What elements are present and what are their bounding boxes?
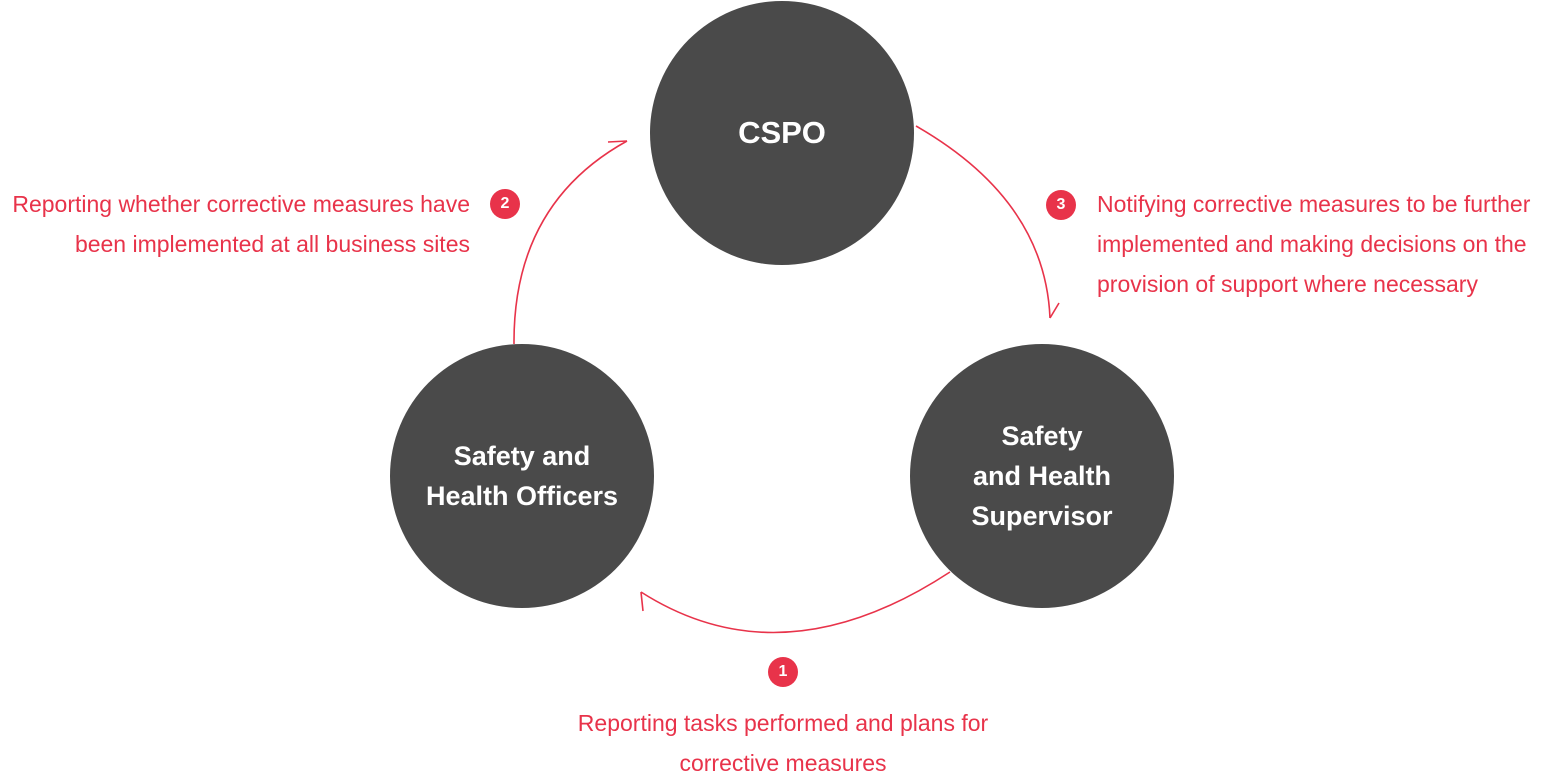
- step-2-label: Reporting whether corrective measures ha…: [12, 184, 470, 264]
- node-supervisor-text: Safety and Health Supervisor: [971, 416, 1112, 536]
- node-supervisor-line: Supervisor: [971, 501, 1113, 531]
- node-officers-text: Safety and Health Officers: [426, 436, 618, 516]
- node-safety-health-officers: Safety and Health Officers: [390, 344, 654, 608]
- node-supervisor-line: Safety: [1001, 421, 1083, 451]
- step-3-label: Notifying corrective measures to be furt…: [1097, 184, 1530, 304]
- step-1-label: Reporting tasks performed and plans for …: [483, 703, 1083, 783]
- step-1-line: corrective measures: [679, 750, 887, 776]
- arrow-step-3: [915, 125, 1051, 319]
- step-2-badge: 2: [490, 189, 520, 219]
- step-3-line: Notifying corrective measures to be furt…: [1097, 191, 1531, 217]
- arrow-head-2: [607, 140, 628, 143]
- step-2-line: been implemented at all business sites: [74, 231, 470, 257]
- step-3-badge: 3: [1046, 190, 1076, 220]
- step-3-line: provision of support where necessary: [1097, 271, 1478, 297]
- arrow-step-2: [513, 140, 628, 345]
- node-supervisor-line: and Health: [972, 461, 1112, 491]
- arrow-head-1: [640, 591, 644, 612]
- node-officers-line: Safety and: [453, 441, 591, 471]
- node-officers-line: Health Officers: [425, 481, 619, 511]
- node-cspo: CSPO: [650, 1, 914, 265]
- step-3-line: implemented and making decisions on the: [1097, 231, 1527, 257]
- arrow-step-1: [640, 571, 951, 634]
- arrow-head-3: [1049, 302, 1060, 319]
- step-1-badge: 1: [768, 657, 798, 687]
- node-safety-health-supervisor: Safety and Health Supervisor: [910, 344, 1174, 608]
- step-2-line: Reporting whether corrective measures ha…: [12, 191, 470, 217]
- step-1-line: Reporting tasks performed and plans for: [577, 710, 989, 736]
- node-cspo-label: CSPO: [738, 115, 826, 150]
